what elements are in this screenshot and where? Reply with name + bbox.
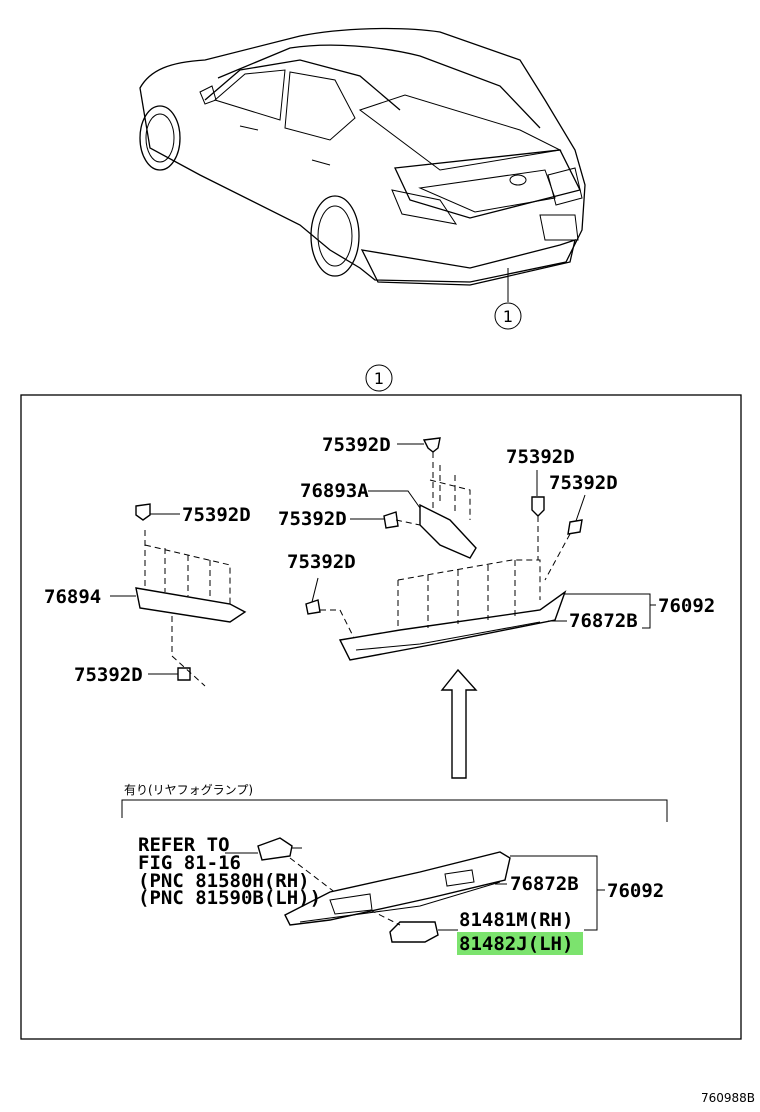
fog-lamp-sub-assembly: 有り(リヤフォグランプ) <box>121 783 668 943</box>
figure-code: 760988B <box>701 1091 755 1105</box>
refer-to-line3: (PNC 81580H(RH) <box>138 870 310 892</box>
label-75392d-left-top: 75392D <box>182 504 251 526</box>
label-76872b-lower: 76872B <box>510 873 579 895</box>
refer-to-line2: FIG 81-16 <box>138 852 241 874</box>
car-illustration <box>139 27 586 302</box>
diagram-frame <box>20 394 742 1040</box>
refer-to-line1: REFER TO <box>138 834 230 856</box>
label-75392d-right-top: 75392D <box>506 446 575 468</box>
upper-exploded-view <box>110 437 656 779</box>
label-75392d-left-bottom: 75392D <box>74 664 143 686</box>
label-76092-upper: 76092 <box>658 595 715 617</box>
label-75392d-top: 75392D <box>322 434 391 456</box>
car-callout: 1 <box>494 302 522 330</box>
section-callout-number: 1 <box>374 369 384 388</box>
label-75392d-center: 75392D <box>287 551 356 573</box>
highlight-81482j <box>457 932 583 955</box>
label-76872b-upper: 76872B <box>569 610 638 632</box>
label-76893a: 76893A <box>300 480 369 502</box>
car-callout-number: 1 <box>503 307 513 326</box>
label-76092-lower: 76092 <box>607 880 664 902</box>
refer-to-line4: (PNC 81590B(LH)) <box>138 887 321 909</box>
fog-lamp-condition-note: 有り(リヤフォグランプ) <box>124 783 253 797</box>
label-81482j[interactable]: 81482J(LH) <box>459 933 573 955</box>
section-callout: 1 <box>365 364 393 392</box>
label-75392d-right: 75392D <box>549 472 618 494</box>
label-81481m: 81481M(RH) <box>459 909 573 931</box>
label-76894: 76894 <box>44 586 101 608</box>
label-75392d-mid: 75392D <box>278 508 347 530</box>
